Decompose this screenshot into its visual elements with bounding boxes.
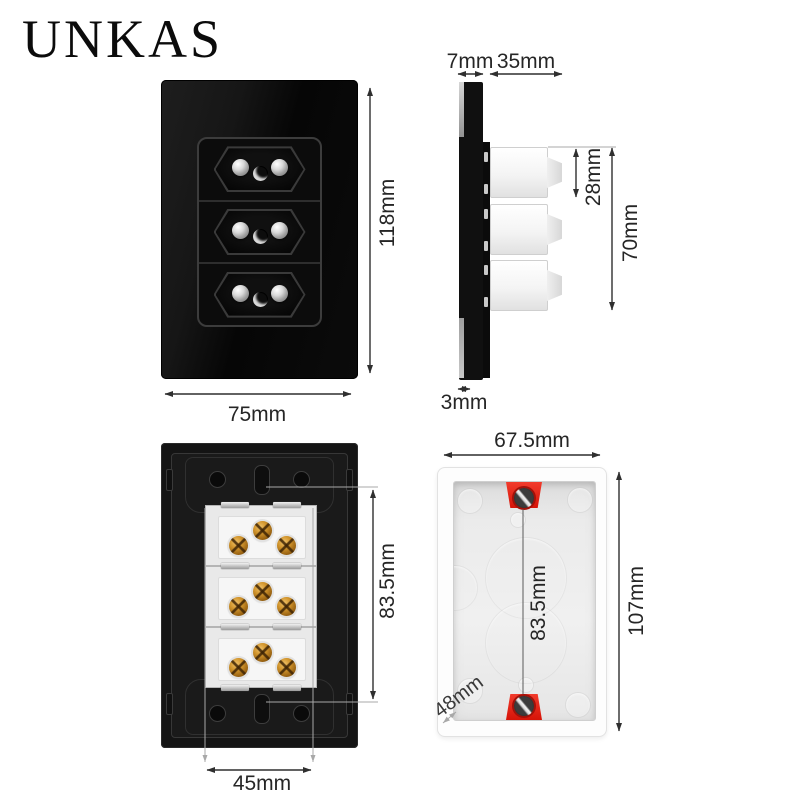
dim-glass-edge: 3mm	[440, 391, 488, 414]
terminal-block	[218, 577, 306, 620]
brass-terminal-screw	[229, 597, 248, 616]
dim-front-height: 118mm	[376, 178, 399, 248]
socket-module-side-2	[490, 204, 562, 255]
mounting-box	[437, 467, 607, 737]
dim-box-height: 107mm	[625, 565, 648, 637]
terminal-module-1	[205, 505, 317, 566]
clip-notch	[484, 152, 488, 162]
brass-terminal-screw	[277, 658, 296, 677]
pin-hole-right	[270, 159, 288, 177]
clip-notch	[484, 297, 488, 307]
side-clip	[166, 469, 173, 491]
knockout-circle	[510, 512, 526, 528]
mount-screw-hole	[209, 705, 226, 722]
metal-clip	[273, 502, 301, 508]
clip-notch	[484, 241, 488, 251]
terminal-module-3	[205, 627, 317, 688]
side-clip	[346, 469, 353, 491]
knockout-circle	[457, 488, 483, 514]
clip-notch	[484, 209, 488, 219]
pin-hole-earth	[252, 166, 268, 182]
module-tip	[547, 157, 562, 188]
terminal-block	[218, 516, 306, 559]
clip-notch	[484, 265, 488, 275]
socket-module-side-1	[490, 147, 562, 198]
metal-clip	[221, 685, 249, 691]
socket-hexagon	[213, 209, 306, 255]
socket-outlet-1	[199, 139, 320, 200]
module-tip	[547, 270, 562, 301]
pin-hole-earth	[252, 229, 268, 244]
brass-terminal-screw	[253, 582, 272, 601]
pin-hole-left	[231, 222, 249, 239]
knockout-circle	[565, 692, 591, 718]
dim-glass-thickness: 7mm	[446, 50, 494, 73]
socket-module-side-3	[490, 260, 562, 311]
back-view-panel	[161, 443, 358, 748]
knockout-circle	[457, 678, 483, 704]
mount-screw-hole	[209, 471, 226, 488]
box-screw-bottom	[514, 696, 534, 716]
socket-frame	[197, 137, 322, 327]
dim-back-width: 45mm	[232, 772, 292, 795]
side-view	[456, 80, 581, 392]
pin-hole-left	[231, 284, 249, 302]
socket-hexagon	[213, 271, 306, 318]
terminal-module-stack	[205, 502, 317, 691]
brass-terminal-screw	[277, 536, 296, 555]
metal-clip	[273, 563, 301, 569]
front-view-glass-panel	[161, 80, 358, 379]
metal-clip	[221, 624, 249, 630]
metal-clip	[221, 563, 249, 569]
box-screw-top	[514, 488, 534, 508]
dim-body-depth: 35mm	[496, 50, 556, 73]
socket-hexagon	[213, 146, 306, 193]
pin-hole-left	[231, 159, 249, 177]
glass-panel-edge	[459, 82, 483, 380]
mount-screw-hole	[293, 705, 310, 722]
pin-hole-right	[270, 222, 288, 239]
module-tip	[547, 214, 562, 245]
metal-clip	[273, 624, 301, 630]
glass-edge-highlight-top	[459, 82, 464, 137]
dim-front-width: 75mm	[227, 403, 287, 426]
side-clip	[166, 693, 173, 715]
dim-box-width: 67.5mm	[494, 429, 570, 452]
brass-terminal-screw	[253, 643, 272, 662]
socket-outlet-2	[199, 199, 320, 263]
brass-terminal-screw	[277, 597, 296, 616]
metal-clip	[221, 502, 249, 508]
glass-edge-highlight-bottom	[459, 318, 464, 378]
dim-module-height: 28mm	[582, 147, 605, 207]
side-clip	[346, 693, 353, 715]
mounting-plate-edge	[483, 142, 490, 378]
brass-terminal-screw	[229, 658, 248, 677]
terminal-block	[218, 638, 306, 681]
dim-box-screw-span: 83.5mm	[527, 565, 550, 641]
clip-notch	[484, 184, 488, 194]
brand-logo: UNKAS	[22, 9, 224, 69]
brass-terminal-screw	[229, 536, 248, 555]
brass-terminal-screw	[253, 521, 272, 540]
dim-back-span: 83.5mm	[376, 543, 399, 619]
metal-clip	[273, 685, 301, 691]
dim-modules-total: 70mm	[619, 203, 642, 263]
knockout-circle-large	[485, 602, 567, 684]
socket-outlet-3	[199, 262, 320, 325]
pin-hole-right	[270, 284, 288, 302]
knockout-circle	[567, 487, 593, 513]
pin-hole-earth	[252, 291, 268, 307]
box-cavity	[453, 481, 596, 721]
